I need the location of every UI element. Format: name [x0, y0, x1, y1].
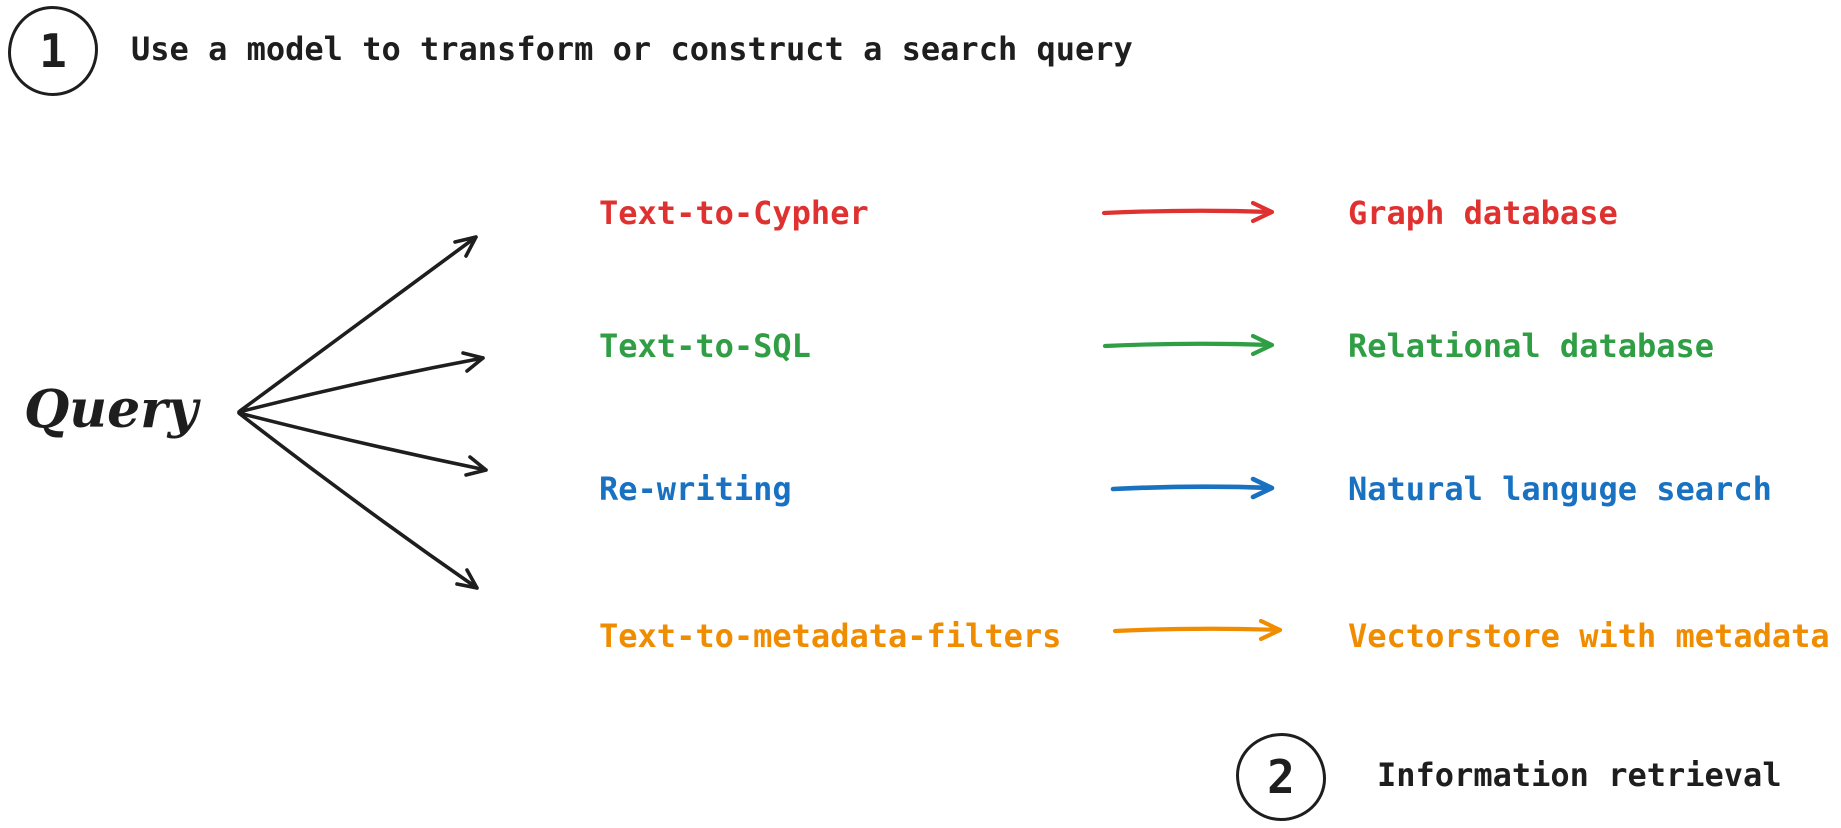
- row-arrow-green: [1102, 333, 1275, 357]
- step-1-label: Use a model to transform or construct a …: [131, 30, 1133, 68]
- fan-arrow-to-row-3: [237, 411, 488, 477]
- target-vectorstore-with-metadata: Vectorstore with metadata: [1348, 617, 1830, 655]
- method-text-to-sql: Text-to-SQL: [599, 327, 811, 365]
- fan-arrow-to-row-4: [238, 412, 479, 590]
- fan-arrow-to-row-1: [238, 235, 478, 413]
- row-arrow-red: [1101, 200, 1275, 224]
- target-graph-database: Graph database: [1348, 194, 1618, 232]
- target-relational-database: Relational database: [1348, 327, 1715, 365]
- row-arrow-blue: [1110, 476, 1275, 500]
- method-text-to-metadata-filters: Text-to-metadata-filters: [599, 617, 1062, 655]
- query-label: Query: [24, 379, 198, 441]
- step-1-number: 1: [39, 24, 67, 78]
- step-1-badge: 1: [8, 6, 98, 96]
- step-2-badge: 2: [1236, 733, 1326, 821]
- target-natural-language-search: Natural languge search: [1348, 470, 1772, 508]
- row-arrow-orange: [1112, 618, 1283, 642]
- method-re-writing: Re-writing: [599, 470, 792, 508]
- method-text-to-cypher: Text-to-Cypher: [599, 194, 869, 232]
- query-fan-arrows: [237, 235, 488, 590]
- fan-arrow-to-row-2: [237, 351, 485, 414]
- step-2-label: Information retrieval: [1377, 756, 1782, 794]
- step-2-number: 2: [1267, 750, 1295, 804]
